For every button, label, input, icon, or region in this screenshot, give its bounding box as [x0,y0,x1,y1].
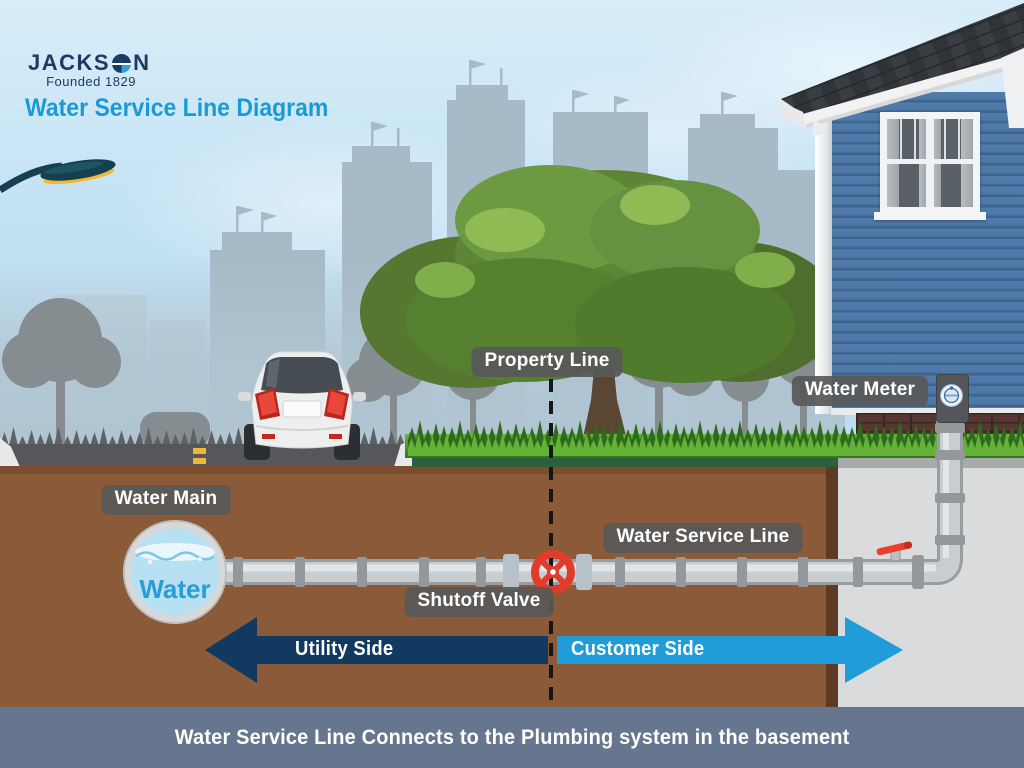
label-property-line: Property Line [471,347,623,377]
label-water-main: Water Main [101,485,231,515]
water-meter-dial-icon [940,384,963,407]
water-pipes: Water [123,416,965,624]
gutter-shadow [806,61,1024,128]
window-pane-divider [958,119,960,159]
window-mullion [926,119,934,207]
car [238,351,366,460]
logo-text-suffix: N [133,50,151,75]
utility-arrow-shape [205,617,548,683]
logo-founded-text: Founded 1829 [46,74,136,89]
utility-side-arrow: Utility Side [205,617,548,683]
customer-side-label: Customer Side [571,638,705,660]
window-pane-divider [914,119,916,159]
footer-caption: Water Service Line Connects to the Plumb… [174,725,850,749]
jackson-logo: JACKS N [28,50,150,76]
street-lamp-icon [0,159,116,193]
logo-mark-icon [112,53,132,73]
roof-fascia-right [1001,48,1024,128]
lawn-grass [405,420,1024,458]
window-pane-divider [944,119,946,159]
water-main-pipe: Water [123,520,227,624]
roof-shingles [781,3,1024,114]
road-center-line [193,448,206,454]
water-main-water-text: Water [139,574,210,604]
lever-valve-icon [876,541,913,562]
gutter-end-cap [779,101,806,128]
customer-arrow-shape [557,617,903,683]
downspout [813,120,824,135]
soil-top-layer [0,466,840,474]
footer-caption-bar: Water Service Line Connects to the Plumb… [0,707,1024,768]
pipe-couplings [233,423,965,590]
siding-bottom-trim [831,408,1024,415]
property-line-dashed [549,379,553,707]
shutoff-valve-wheel-icon [531,550,575,594]
water-service-line-pipe [215,416,963,585]
house-roof [779,3,1024,135]
house-window [880,112,980,214]
logo-text-prefix: JACKS [28,50,111,75]
window-pane-divider [900,119,902,159]
label-water-service-line: Water Service Line [603,523,803,553]
utility-side-label: Utility Side [295,638,394,660]
label-shutoff-valve: Shutoff Valve [404,587,554,617]
customer-side-arrow: Customer Side [557,617,903,683]
soil-basement-edge [826,466,838,768]
window-sill [874,212,986,220]
road-center-line [193,458,206,464]
page-title: Water Service Line Diagram [25,94,329,122]
label-water-meter: Water Meter [791,376,929,406]
house-corner-trim [815,90,832,414]
